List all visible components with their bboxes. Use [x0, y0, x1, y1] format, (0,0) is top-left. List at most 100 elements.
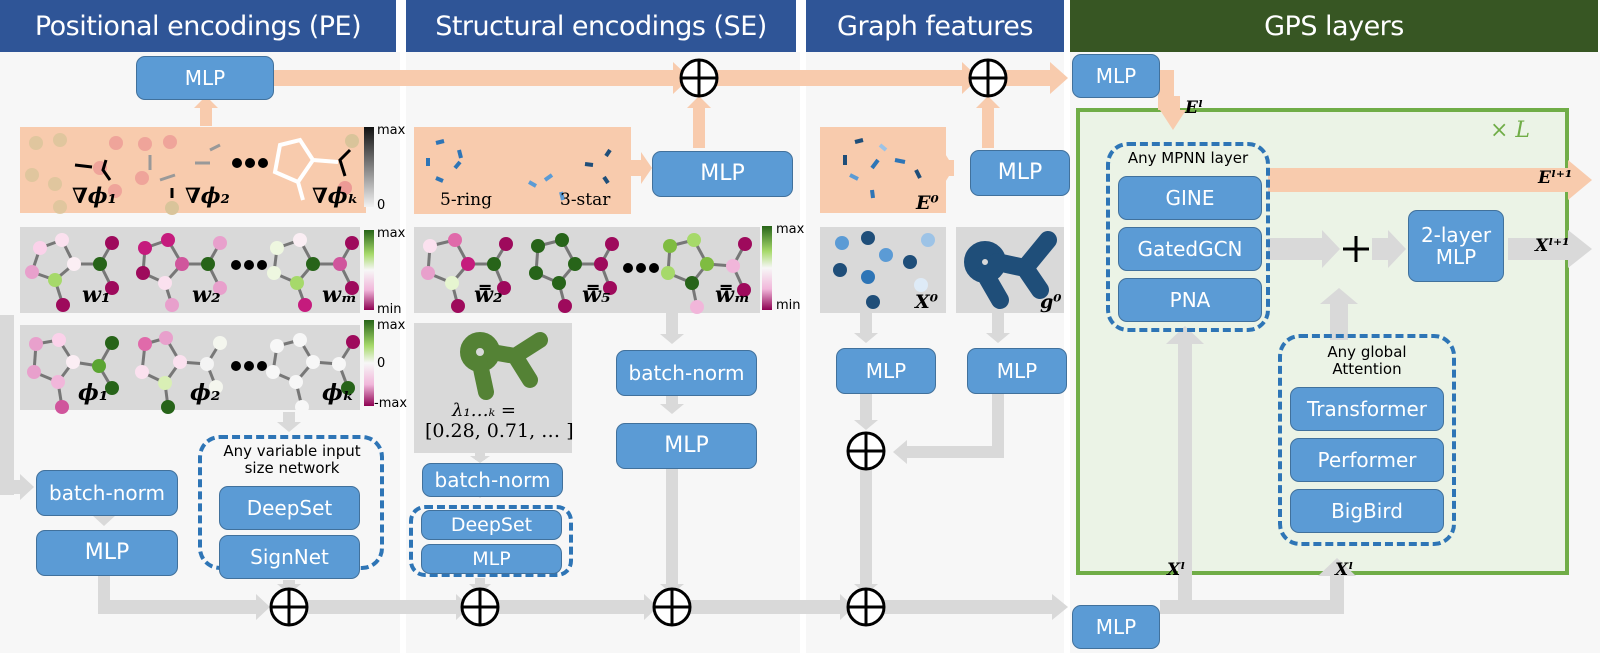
pe-batch-norm[interactable]: batch-norm — [36, 470, 178, 516]
gps-mpnn-pna[interactable]: PNA — [1118, 278, 1262, 322]
label-grad-phi1: ∇ϕ₁ — [72, 183, 117, 208]
label-grad-phi2: ∇ϕ₂ — [185, 183, 230, 208]
gradient-glyphs — [25, 133, 359, 215]
label-Xl-right: Xˡ — [1335, 560, 1354, 580]
label-lambda-values: [0.28, 0.71, … ] — [425, 420, 574, 442]
label-El1: Eˡ⁺¹ — [1538, 168, 1573, 188]
ellipsis-dots — [231, 260, 659, 371]
oplus-symbols — [269, 58, 1008, 627]
label-El: Eˡ — [1185, 98, 1203, 118]
gps-attention-performer[interactable]: Performer — [1290, 438, 1444, 482]
label-3-star: 3-star — [560, 190, 611, 210]
label-E0: E⁰ — [916, 192, 939, 214]
oplus-graph-bottom — [846, 587, 886, 627]
se-substructure-panel — [414, 127, 631, 214]
oplus-graph-mid — [846, 431, 886, 471]
gps-2-layer-mlp[interactable]: 2-layer MLP — [1408, 210, 1504, 282]
label-wm: wₘ — [322, 282, 357, 308]
graph-edge-dashes — [843, 138, 922, 199]
gps-edge-mlp[interactable]: MLP — [1072, 54, 1160, 98]
plus-symbol — [1343, 236, 1369, 262]
se-substructure-mlp[interactable]: MLP — [652, 151, 793, 197]
label-w1: w₁ — [82, 282, 111, 308]
colorbar-phi-negmax: -max — [374, 396, 408, 411]
oplus-top-se — [679, 58, 719, 98]
graph-global-mlp[interactable]: MLP — [967, 348, 1067, 394]
colorbar-w-pe — [364, 230, 374, 310]
pe-deepset[interactable]: DeepSet — [219, 486, 360, 530]
gps-node-mlp[interactable]: MLP — [1072, 605, 1160, 649]
label-w2: w₂ — [192, 282, 221, 308]
molecule-phi2 — [135, 331, 227, 414]
colorbar-phi-max: max — [377, 318, 406, 333]
header-gps: GPS layers — [1070, 0, 1598, 52]
oplus-top-graph — [968, 58, 1008, 98]
gps-mpnn-group — [1106, 142, 1270, 332]
graph-node-dots — [833, 231, 935, 309]
header-graph: Graph features — [806, 0, 1064, 52]
molecule-phi1 — [27, 333, 119, 414]
molecule-phik — [266, 333, 360, 414]
graph-edge-panel — [820, 127, 946, 213]
se-mlp-right[interactable]: MLP — [616, 423, 757, 469]
label-se-w5: w̿₅ — [582, 282, 611, 308]
substructure-dashes — [426, 139, 612, 201]
pe-mlp[interactable]: MLP — [36, 530, 178, 576]
gps-attention-group — [1278, 334, 1456, 546]
graph-node-mlp[interactable]: MLP — [836, 348, 936, 394]
node-flow-arrows — [0, 230, 1592, 620]
colorbar-se-min: min — [776, 298, 801, 313]
se-mlp-left[interactable]: MLP — [421, 544, 562, 574]
gps-attention-bigbird[interactable]: BigBird — [1290, 489, 1444, 533]
colorbar-w-max: max — [377, 226, 406, 241]
header-se: Structural encodings (SE) — [406, 0, 796, 52]
se-batch-norm-right[interactable]: batch-norm — [616, 350, 757, 396]
label-se-wm: w̿ₘ — [715, 282, 750, 308]
se-deepset-group — [409, 505, 573, 577]
colorbar-w-se — [762, 226, 772, 310]
label-Xl1: Xˡ⁺¹ — [1535, 236, 1570, 256]
graph-eigen-shape — [460, 332, 548, 400]
gps-attention-label: Any global Attention — [1327, 343, 1407, 378]
molecule-w1 — [25, 233, 119, 312]
label-se-w2: w̿₂ — [474, 282, 503, 308]
edge-flow-arrows — [194, 62, 1592, 200]
pe-signnet[interactable]: SignNet — [219, 535, 360, 579]
header-pe: Positional encodings (PE) — [0, 0, 396, 52]
label-5-ring: 5-ring — [440, 190, 492, 210]
molecule-w2 — [136, 233, 227, 312]
label-grad-phik: ∇ϕₖ — [312, 183, 359, 208]
colorbar-phi-zero: 0 — [377, 356, 386, 371]
gps-mpnn-gine[interactable]: GINE — [1118, 176, 1262, 220]
oplus-pe — [269, 587, 309, 627]
label-X0: X⁰ — [915, 291, 939, 313]
molecule-se-w2 — [421, 233, 513, 313]
gps-attention-transformer[interactable]: Transformer — [1290, 387, 1444, 431]
pe-variable-network-label: Any variable input size network — [223, 442, 361, 477]
colorbar-w-min: min — [377, 302, 402, 317]
label-g0: g⁰ — [1040, 291, 1062, 313]
gps-mpnn-label: Any MPNN layer — [1127, 149, 1249, 167]
label-phik: ϕₖ — [322, 380, 355, 406]
colorbar-se-max: max — [776, 222, 805, 237]
colorbar-grad-zero: 0 — [377, 198, 386, 213]
label-phi2: ϕ₂ — [190, 380, 221, 406]
pe-top-mlp[interactable]: MLP — [136, 56, 274, 100]
label-Xl-left: Xˡ — [1167, 560, 1186, 580]
molecule-wm — [267, 233, 359, 312]
label-lambda: λ₁…ₖ = — [452, 400, 516, 421]
molecule-se-wm — [661, 233, 752, 314]
molecule-se-w5 — [529, 233, 619, 313]
graph-global-shape — [964, 231, 1057, 309]
oplus-se-left — [460, 587, 500, 627]
graph-edge-mlp[interactable]: MLP — [970, 150, 1070, 196]
colorbar-grad-max: max — [377, 123, 406, 138]
label-repeat-L: × L — [1490, 118, 1531, 143]
se-batch-norm-left[interactable]: batch-norm — [422, 463, 563, 497]
se-deepset[interactable]: DeepSet — [421, 510, 562, 540]
colorbar-phi — [364, 320, 374, 406]
molecule-graphs — [25, 233, 752, 414]
gps-mpnn-gatedgcn[interactable]: GatedGCN — [1118, 227, 1262, 271]
oplus-se-right — [652, 587, 692, 627]
